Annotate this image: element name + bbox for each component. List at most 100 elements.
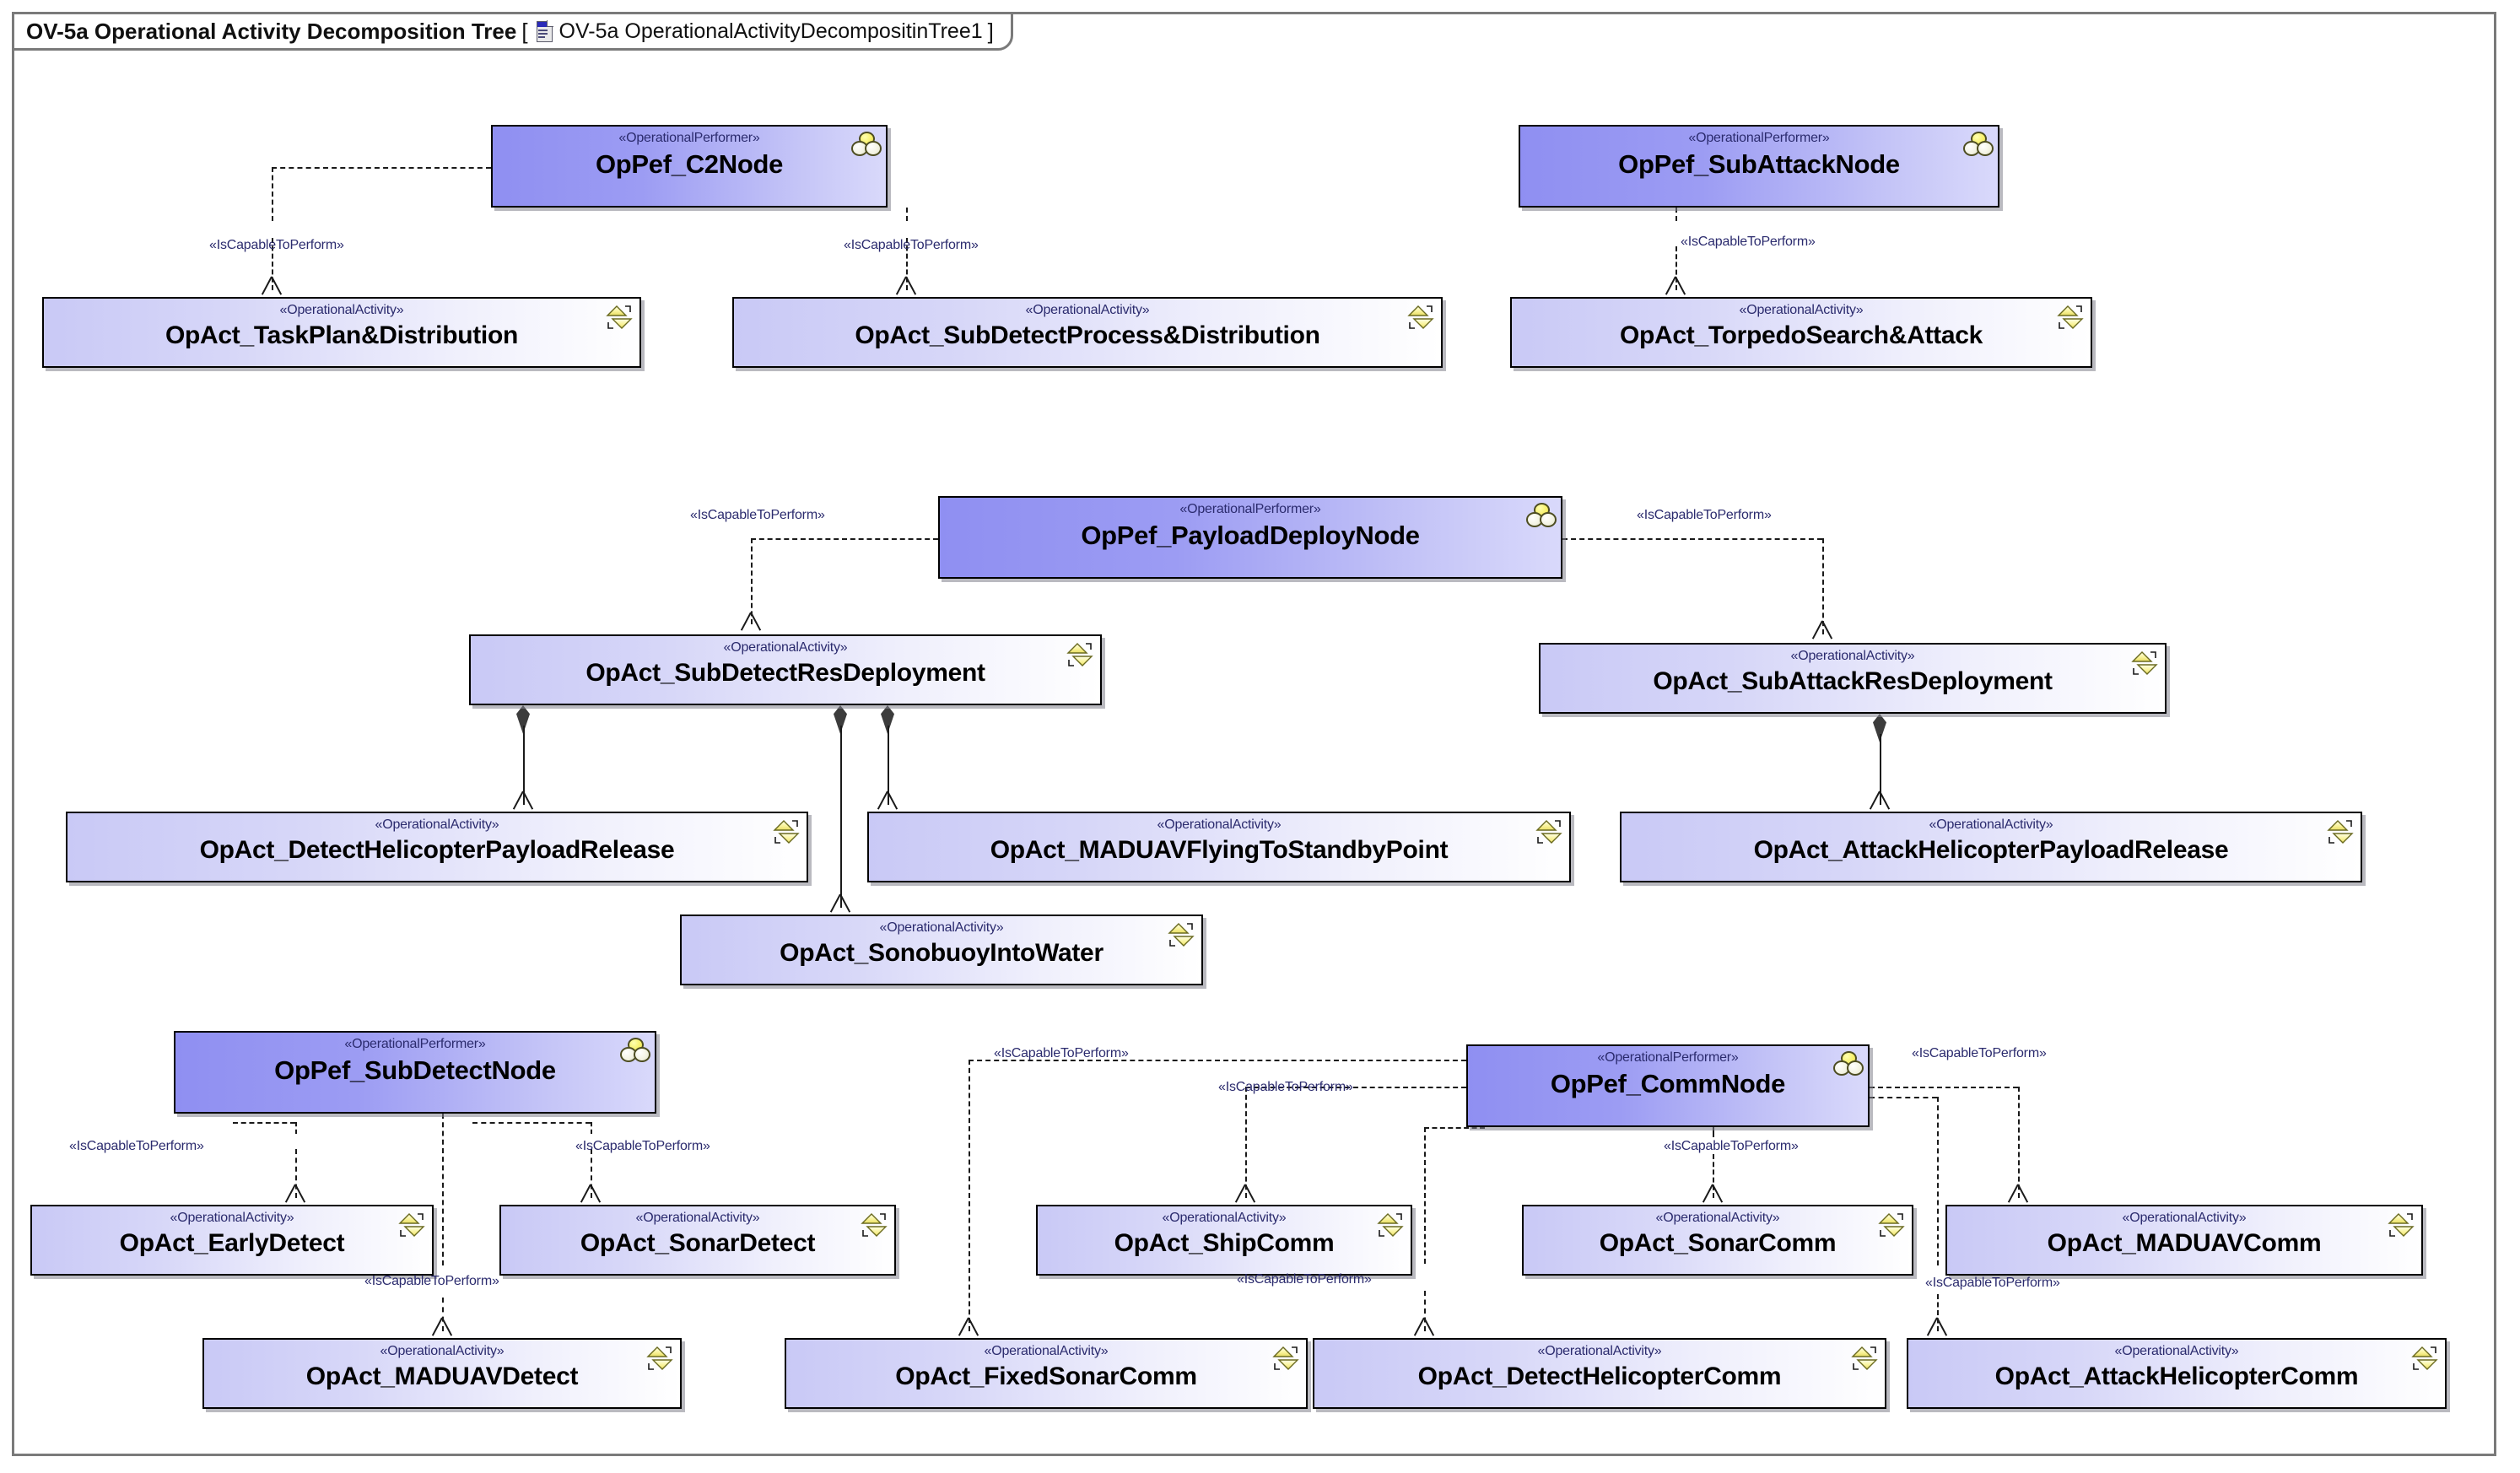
node-maduavcomm[interactable]: «OperationalActivity»OpAct_MADUAVComm	[1945, 1205, 2423, 1276]
edge-label-is-capable-to-perform: «IsCapableToPerform»	[1925, 1276, 2060, 1290]
node-sonobuoy[interactable]: «OperationalActivity»OpAct_SonobuoyIntoW…	[680, 915, 1203, 985]
arrowhead-icon	[1702, 1184, 1724, 1203]
node-fixedsonarcomm[interactable]: «OperationalActivity»OpAct_FixedSonarCom…	[785, 1338, 1308, 1409]
node-detecthelicomm[interactable]: «OperationalActivity»OpAct_DetectHelicop…	[1313, 1338, 1886, 1409]
connector-subattacknode-torpedo	[1676, 246, 1677, 290]
operational-activity-icon	[2326, 818, 2355, 844]
operational-performer-icon	[1833, 1051, 1864, 1076]
operational-activity-icon	[1877, 1211, 1906, 1237]
node-c2node[interactable]: «OperationalPerformer» OpPef_C2Node	[491, 125, 888, 208]
node-name: OpPef_C2Node	[595, 149, 784, 179]
connector-commnode-attackhelicomm	[1870, 1097, 1937, 1098]
arrowhead-icon	[1665, 277, 1686, 295]
node-stereotype: «OperationalActivity»	[1739, 303, 1864, 317]
arrowhead-icon	[877, 791, 898, 810]
node-stereotype: «OperationalPerformer»	[618, 131, 760, 145]
node-name: OpPef_CommNode	[1550, 1069, 1786, 1098]
node-name: OpPef_SubAttackNode	[1618, 149, 1900, 179]
operational-activity-icon	[2410, 1345, 2439, 1370]
node-detecthelipayload[interactable]: «OperationalActivity»OpAct_DetectHelicop…	[66, 812, 808, 882]
node-name: OpAct_SonarDetect	[580, 1229, 816, 1257]
connector-subdetectnode-sonardetect	[591, 1122, 592, 1134]
connector-c2node-taskplan	[272, 167, 273, 221]
connector-commnode-fixedsonarcomm	[969, 1060, 1466, 1061]
node-stereotype: «OperationalPerformer»	[1179, 502, 1321, 516]
operational-activity-icon	[1271, 1345, 1300, 1370]
connector-subattacknode-torpedo	[1676, 208, 1677, 221]
arrowhead-icon	[2007, 1184, 2029, 1203]
connector-c2node-subdetectprocess	[906, 208, 908, 221]
edge-label-is-capable-to-perform: «IsCapableToPerform»	[209, 238, 344, 252]
operational-activity-icon	[605, 304, 634, 329]
connector-commnode-attackhelicomm	[1937, 1294, 1939, 1331]
arrowhead-icon	[1413, 1318, 1435, 1336]
node-maduavdetect[interactable]: «OperationalActivity»OpAct_MADUAVDetect	[202, 1338, 682, 1409]
diagram-name-label: OV-5a OperationalActivityDecompositinTre…	[559, 19, 983, 43]
node-taskplan[interactable]: «OperationalActivity»OpAct_TaskPlan&Dist…	[42, 297, 641, 368]
operational-performer-icon	[851, 132, 882, 157]
node-stereotype: «OperationalActivity»	[1162, 1211, 1287, 1225]
connector-commnode-fixedsonarcomm	[969, 1060, 970, 1331]
operational-activity-icon	[1850, 1345, 1879, 1370]
node-name: OpAct_ShipComm	[1114, 1229, 1335, 1257]
connector-subdetectnode-maduavdetect	[442, 1114, 444, 1265]
node-maduavflying[interactable]: «OperationalActivity» OpAct_MADUAVFlyingT…	[867, 812, 1571, 882]
edge-label-is-capable-to-perform: «IsCapableToPerform»	[690, 508, 825, 522]
node-stereotype: «OperationalActivity»	[1157, 817, 1282, 832]
node-torpedo[interactable]: «OperationalActivity» OpAct_TorpedoSearch…	[1510, 297, 2092, 368]
connector-commnode-detecthelicomm	[1424, 1127, 1485, 1129]
connector-commnode-attackhelicomm	[1937, 1097, 1939, 1265]
node-shipcomm[interactable]: «OperationalActivity» OpAct_ShipComm	[1036, 1205, 1412, 1276]
node-subattacknode[interactable]: «OperationalPerformer»OpPef_SubAttackNod…	[1519, 125, 1999, 208]
operational-activity-icon	[772, 818, 801, 844]
arrowhead-icon	[1926, 1318, 1948, 1336]
node-name: OpAct_AttackHelicopterComm	[1994, 1362, 2359, 1390]
bracket-open: [	[521, 18, 528, 44]
node-sonardetect[interactable]: «OperationalActivity» OpAct_SonarDetect	[499, 1205, 896, 1276]
connector-subdetectnode-sonardetect	[472, 1122, 591, 1124]
operational-activity-icon	[1066, 641, 1094, 666]
operational-activity-icon	[645, 1345, 674, 1370]
node-subattackres[interactable]: «OperationalActivity» OpAct_SubAttackResD…	[1539, 643, 2167, 714]
node-stereotype: «OperationalPerformer»	[1597, 1050, 1739, 1065]
node-earlydetect[interactable]: «OperationalActivity»OpAct_EarlyDetect	[30, 1205, 434, 1276]
edge-label-is-capable-to-perform: «IsCapableToPerform»	[1218, 1080, 1353, 1094]
connector-subdetectnode-earlydetect	[233, 1122, 295, 1124]
operational-performer-icon	[1963, 132, 1994, 157]
node-stereotype: «OperationalActivity»	[1790, 649, 1915, 663]
connector-commnode-maduavcomm	[1870, 1087, 2018, 1088]
node-stereotype: «OperationalActivity»	[635, 1211, 760, 1225]
node-attackhelicomm[interactable]: «OperationalActivity»OpAct_AttackHelicop…	[1907, 1338, 2447, 1409]
arrowhead-icon	[261, 277, 283, 295]
node-name: OpAct_MADUAVFlyingToStandbyPoint	[990, 836, 1449, 864]
connector-payloaddeploy-subattackres	[1822, 538, 1824, 634]
diagram-title-tab: OV-5a Operational Activity Decomposition…	[12, 12, 1013, 51]
edge-label-is-capable-to-perform: «IsCapableToPerform»	[1681, 235, 1816, 249]
node-subdetectres[interactable]: «OperationalActivity»OpAct_SubDetectResD…	[469, 634, 1102, 705]
node-stereotype: «OperationalActivity»	[1655, 1211, 1780, 1225]
arrowhead-icon	[895, 277, 917, 295]
connector-commnode-sonarcomm	[1713, 1154, 1714, 1198]
node-sonarcomm[interactable]: «OperationalActivity»OpAct_SonarComm	[1522, 1205, 1913, 1276]
node-name: OpPef_SubDetectNode	[274, 1055, 556, 1085]
node-name: OpAct_SubAttackResDeployment	[1653, 667, 2053, 695]
node-subdetectnode[interactable]: «OperationalPerformer» OpPef_SubDetectNod…	[174, 1031, 656, 1114]
node-subdetectprocess[interactable]: «OperationalActivity»OpAct_SubDetectProc…	[732, 297, 1443, 368]
node-name: OpAct_AttackHelicopterPayloadRelease	[1753, 836, 2229, 864]
node-stereotype: «OperationalActivity»	[723, 640, 848, 655]
node-payloaddeploynode[interactable]: «OperationalPerformer»OpPef_PayloadDeplo…	[938, 496, 1562, 579]
node-stereotype: «OperationalPerformer»	[344, 1037, 486, 1051]
arrowhead-icon	[1869, 791, 1891, 810]
node-commnode[interactable]: «OperationalPerformer» OpPef_CommNode	[1466, 1044, 1870, 1127]
connector-subattackres-attackhelipayload	[1880, 734, 1881, 805]
document-icon	[535, 20, 553, 42]
node-name: OpAct_EarlyDetect	[119, 1229, 345, 1257]
node-name: OpAct_TorpedoSearch&Attack	[1619, 321, 1983, 349]
node-attackhelipayload[interactable]: «OperationalActivity»OpAct_AttackHelicop…	[1620, 812, 2362, 882]
connector-commnode-detecthelicomm	[1424, 1127, 1426, 1264]
edge-label-is-capable-to-perform: «IsCapableToPerform»	[1237, 1272, 1372, 1287]
edge-label-is-capable-to-perform: «IsCapableToPerform»	[364, 1274, 499, 1288]
operational-activity-icon	[1535, 818, 1563, 844]
operational-activity-icon	[2056, 304, 2085, 329]
operational-activity-icon	[1376, 1211, 1405, 1237]
